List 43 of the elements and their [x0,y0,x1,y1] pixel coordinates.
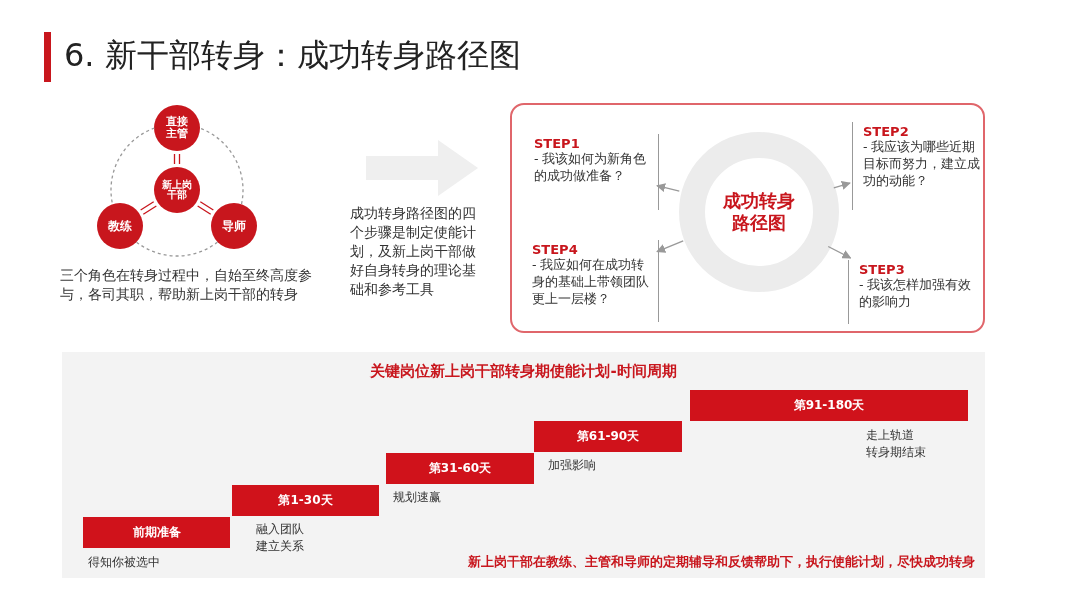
step-heading: STEP4 [532,242,579,257]
bar-caption: 加强影响 [548,457,596,474]
timeline-note: 新上岗干部在教练、主管和导师的定期辅导和反馈帮助下，执行使能计划，尽快成功转身 [468,553,975,571]
timeline-bar: 前期准备 [83,517,230,548]
ring-title: 成功转身路径图 [722,189,796,235]
step-question: - 我应如何在成功转身的基础上带领团队更上一层楼？ [532,257,650,308]
arrow [833,181,851,190]
arrow [827,245,852,259]
bar-caption: 走上轨道 [866,427,914,444]
double-line [173,153,181,165]
timeline-bar: 第31-60天 [386,453,534,484]
step-heading: STEP2 [863,124,910,139]
bar-caption: 融入团队 [256,521,304,538]
dashed-arc [198,127,244,205]
timeline-panel [62,352,985,578]
bar-caption: 建立关系 [256,538,304,555]
role-circle: 新上岗干部 [154,167,200,213]
step-question: - 我应该为哪些近期目标而努力，建立成功的动能？ [863,139,980,190]
timeline-bar: 第91-180天 [690,390,968,421]
double-line [140,201,157,215]
arrow [656,240,684,253]
role-circle: 直接主管 [154,105,200,151]
step-heading: STEP3 [859,262,906,277]
description-text: 三个角色在转身过程中，自始至终高度参与，各司其职，帮助新上岗干部的转身 [60,266,313,304]
step-heading: STEP1 [534,136,581,151]
arrow [656,183,680,193]
timeline-title: 关键岗位新上岗干部转身期使能计划-时间周期 [369,362,678,381]
page-title: 6. 新干部转身：成功转身路径图 [64,35,521,76]
role-circle: 导师 [211,203,257,249]
dashed-arc [110,127,156,205]
step-question: - 我该如何为新角色的成功做准备？ [534,151,648,185]
timeline-bar: 第1-30天 [232,485,379,516]
timeline-bar: 第61-90天 [534,421,682,452]
description-text: 成功转身路径图的四个步骤是制定使能计划，及新上岗干部做好自身转身的理论基础和参考工具 [350,204,477,299]
step-question: - 我该怎样加强有效的影响力 [859,277,973,311]
rounded-panel [510,103,985,333]
bar-caption: 得知你被选中 [88,554,160,571]
double-line [197,201,214,215]
role-circle: 教练 [97,203,143,249]
ring-circle [679,132,839,292]
bar-caption: 规划速赢 [393,489,441,506]
bar-caption: 转身期结束 [866,444,926,461]
dashed-arc [135,241,219,257]
